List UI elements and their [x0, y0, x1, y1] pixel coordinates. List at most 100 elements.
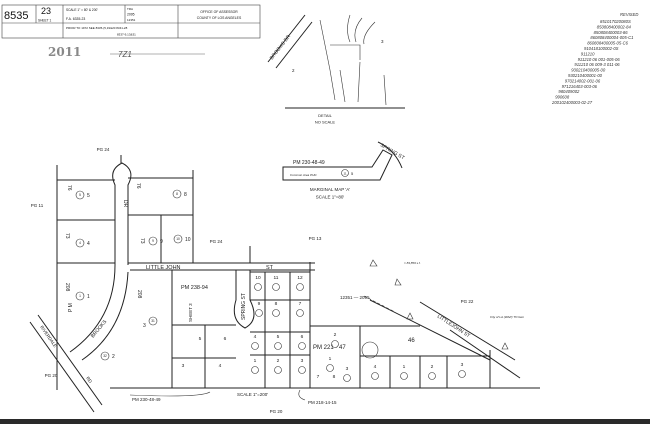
parcel-circle [100, 351, 110, 361]
lot-number: 4 [87, 241, 90, 247]
prior-note-2: 8337-9,13&31 [117, 33, 136, 37]
county-title: COUNTY OF LOS ANGELES [197, 16, 242, 20]
lot-number: 5 [277, 334, 280, 340]
tra-code-2: 12351 [127, 18, 136, 22]
revision-entry: 930210400005-00 [571, 68, 606, 73]
revision-entry: 200102400003-02-27 [551, 100, 593, 105]
revision-entry: 911210 06 009-3 011-06 [574, 62, 620, 67]
parcel-circle [274, 342, 282, 350]
detail-lot-3: 3 [381, 39, 384, 44]
lot-number: 9 [258, 301, 261, 307]
tract-73-left: 73 [64, 233, 70, 239]
street-riverdale: RIVERDALE [39, 325, 58, 349]
parcel-circle [296, 283, 304, 291]
street-st: ST [266, 265, 274, 271]
marginal-title: MARGINAL MAP 'A' [310, 187, 350, 192]
lot-number: 3 [301, 358, 304, 364]
tract-labels: 76 76 73 73 208 208 P M PM 238-94 SHEET … [64, 183, 415, 351]
street-rd: RD [85, 376, 93, 385]
revised-title: REVISED [620, 12, 638, 17]
tract-76-left: 76 [66, 185, 72, 191]
marginal-parcel: 11 [343, 172, 346, 176]
bottom-scale: SCALE 1"=200' [237, 392, 268, 397]
year-stamp: 2011 [48, 45, 81, 59]
parcel-number: 9 [152, 239, 154, 243]
street-brooks-dr: DR [122, 200, 128, 208]
tra-label: TRA [127, 7, 133, 11]
tra-boundary-note: 12351 — 2095 [340, 295, 370, 300]
page-ref-24-top: PG 24 [97, 147, 110, 152]
lot-number: 5 [199, 336, 202, 342]
revision-entry: 851017020080S [600, 19, 631, 24]
parcel-circle [371, 372, 379, 380]
lot-number: 11 [274, 275, 279, 281]
marginal-street: SPRING ST [379, 143, 405, 162]
parcel-circle [148, 316, 158, 326]
tract-pm-238-94: PM 238-94 [181, 285, 208, 291]
parcel-circle [326, 364, 334, 372]
page-ref-13: PG 13 [309, 236, 322, 241]
page-references: PG 24 PG 11 PG 24 PG 13 PG 20 PG 20 PG 2… [31, 147, 474, 414]
office-title: OFFICE OF ASSESSOR [200, 10, 238, 14]
tract-pm-46: 46 [408, 338, 415, 344]
revision-entry: 860808400005-05-C6 [587, 41, 628, 46]
parcel-number: 8 [176, 192, 178, 196]
parcel-circle [274, 366, 282, 374]
tract-pm-label: P M [68, 303, 74, 312]
page-ref-20-bottom: PG 20 [270, 409, 283, 414]
lot-number: 2 [112, 354, 115, 360]
tract-76-right: 76 [135, 183, 141, 189]
revision-entry: 990608 [555, 95, 570, 100]
lot-number: 6 [301, 334, 304, 340]
lot-number: 6 [224, 336, 227, 342]
marginal-map-a: PM 230-48-49 Common Area PUD 11 5 SPRING… [282, 141, 405, 200]
parcel-number: 10 [176, 237, 180, 241]
parcel-circle [255, 309, 263, 317]
parcel-circle [298, 366, 306, 374]
parcel-circle [296, 309, 304, 317]
lot-number: 3 [182, 363, 185, 369]
parcel-circle [251, 342, 259, 350]
scale-text: SCALE 1" = 80' & 200' [66, 8, 98, 12]
marginal-scale: SCALE 1"=80' [316, 195, 345, 200]
revision-entry: 971216403-003-06 [562, 84, 598, 89]
street-little-john: LITTLE JOHN [146, 265, 181, 271]
parcel-circle [343, 374, 351, 382]
tract-pm-221-47: PM 221 - 47 [313, 345, 346, 351]
book-number: 8535 [4, 10, 28, 22]
lot-number: 1 [403, 364, 406, 370]
bottom-pm-right: PM 218-14-15 [308, 400, 337, 405]
tract-sheet-3: SHEET 3 [188, 303, 193, 322]
main-map-lines [29, 155, 540, 413]
parcel-circle [148, 236, 158, 246]
bottom-notes: PM 230-48-49 SCALE 1"=200' PM 218-14-15 … [132, 259, 524, 405]
lot-number: 2 [334, 332, 337, 338]
lot-number: 4 [254, 334, 257, 340]
detail-lot-2: 2 [292, 68, 295, 73]
lot-number: 8 [333, 374, 336, 380]
revision-entry: 910418100002-0S [584, 46, 619, 51]
page-ref-20-left: PG 20 [45, 373, 58, 378]
lot-number: 7 [299, 301, 302, 307]
marginal-common: Common Area PUD [290, 173, 317, 177]
page-ref-22: PG 22 [461, 299, 474, 304]
lot-number: 3 [346, 366, 349, 372]
revision-entry: 911210 06 001-005-06 [578, 57, 621, 62]
tra-code-1: 2095 [127, 13, 135, 17]
tract-pm208-left: 208 [64, 283, 70, 292]
lot-number: 10 [185, 237, 191, 243]
parcel-circle [298, 342, 306, 350]
city-note: City of LA (WAP) TO Gen [490, 315, 524, 319]
parcel-circle [172, 189, 182, 199]
parcel-number: 5 [79, 193, 81, 197]
bottom-edge-bar [0, 419, 650, 424]
lot-number: 1 [87, 294, 90, 300]
map-header: 8535 23 SHEET 1 SCALE 1" = 80' & 200' F.… [1, 4, 261, 59]
lot-number: 3 [143, 323, 146, 329]
revision-entry: 860808400004-005-C1 [590, 35, 633, 40]
parcel-circle [75, 291, 85, 301]
page-ref-24-mid: PG 24 [210, 239, 223, 244]
parcel-number: 31 [151, 319, 155, 323]
parcel-circle [75, 190, 85, 200]
